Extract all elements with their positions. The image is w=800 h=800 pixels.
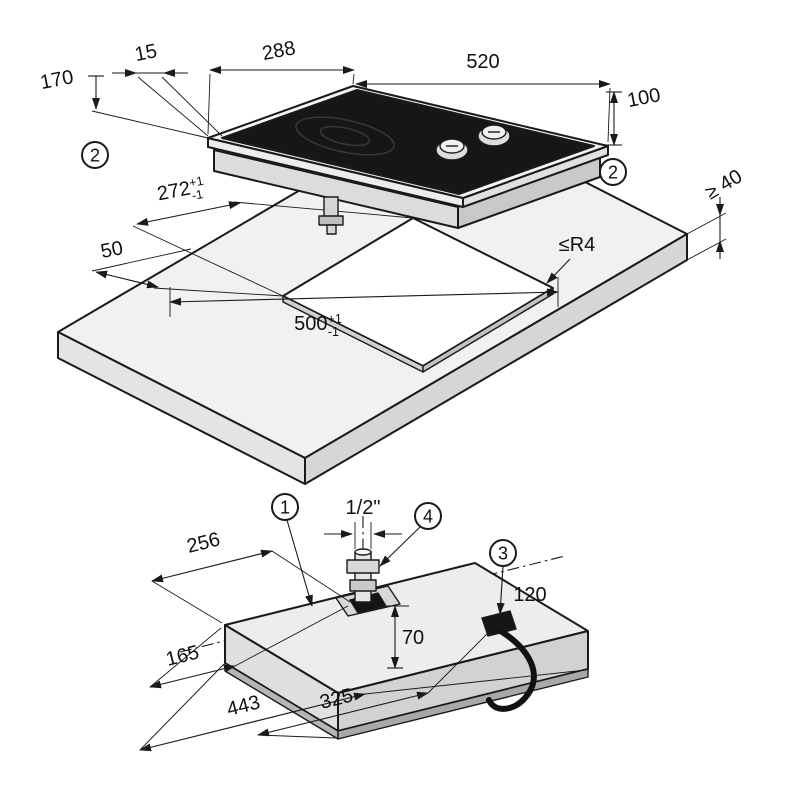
note-2-right-number: 2 bbox=[608, 163, 618, 183]
note-2-left-number: 2 bbox=[90, 146, 100, 166]
hob-top-view: 288 15 520 170 2 bbox=[38, 37, 662, 235]
dim-443: 443 bbox=[139, 663, 587, 752]
burner-ring-outer bbox=[295, 116, 395, 156]
dim-label-272: 272+1-1 bbox=[155, 174, 207, 210]
dim-label-50: 50 bbox=[99, 237, 125, 263]
note-2-right: 2 bbox=[599, 158, 627, 186]
dim-label-170: 170 bbox=[38, 66, 75, 94]
hob-underside-view: 1/2" 1 4 3 120 70 bbox=[139, 493, 589, 752]
corner-radius-callout: ≤R4 bbox=[546, 234, 596, 284]
dim-label-500: 500+1-1 bbox=[294, 312, 342, 339]
note-3: 3 bbox=[489, 539, 517, 615]
dim-label-256: 256 bbox=[185, 528, 223, 557]
note-4-number: 4 bbox=[423, 507, 433, 527]
gas-connection-stub bbox=[318, 196, 344, 235]
glass-inner-edge bbox=[231, 92, 585, 192]
dim-worktop-thickness: ≥ 40 bbox=[686, 165, 747, 261]
dim-casing-height: 100 bbox=[606, 84, 662, 146]
dim-label-gas-thread: 1/2" bbox=[346, 497, 381, 519]
control-knob-right bbox=[477, 124, 511, 147]
gas-inlet-fitting bbox=[335, 548, 401, 617]
dim-70: 70 bbox=[387, 605, 424, 669]
dim-label-520: 520 bbox=[466, 51, 499, 73]
dim-label-443: 443 bbox=[225, 691, 263, 720]
dim-label-120: 120 bbox=[513, 584, 546, 606]
dim-total-height: 170 bbox=[38, 66, 209, 139]
dim-cutout-depth: 500+1-1 bbox=[169, 277, 559, 339]
dim-label-radius: ≤R4 bbox=[559, 234, 596, 256]
burner-ring-inner bbox=[319, 125, 371, 147]
dim-gas-thread: 1/2" bbox=[324, 497, 402, 549]
dim-label-70: 70 bbox=[402, 627, 424, 649]
dim-label-165: 165 bbox=[164, 641, 202, 670]
note-1: 1 bbox=[271, 493, 313, 607]
mains-cable bbox=[486, 629, 537, 712]
control-knob-left bbox=[435, 138, 469, 161]
note-2-left: 2 bbox=[81, 141, 109, 169]
dim-label-100: 100 bbox=[625, 84, 662, 112]
note-1-number: 1 bbox=[280, 498, 290, 518]
hob-glass-surface bbox=[221, 89, 595, 195]
note-4: 4 bbox=[379, 502, 442, 567]
dim-glass-overhang: 15 bbox=[112, 40, 223, 137]
dim-hob-depth: 520 bbox=[355, 51, 611, 143]
dim-label-288: 288 bbox=[260, 37, 297, 65]
note-3-number: 3 bbox=[498, 544, 508, 564]
dim-label-15: 15 bbox=[133, 40, 159, 66]
dim-label-thickness: ≥ 40 bbox=[702, 165, 747, 204]
